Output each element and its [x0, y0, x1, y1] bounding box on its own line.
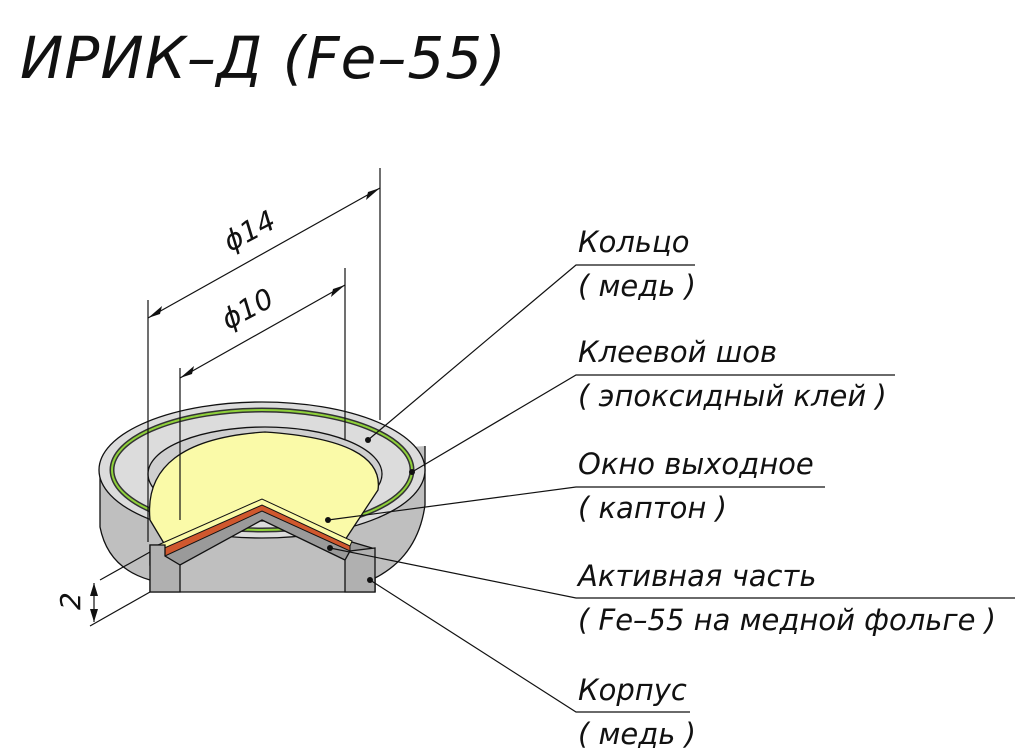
- callout-active-material: ( Fe–55 на медной фольге ): [578, 603, 996, 637]
- callout-ring-name: Кольцо: [578, 225, 689, 259]
- leader-lines: [327, 264, 1015, 713]
- dim-line-outer: [147, 187, 381, 319]
- callout-active-name: Активная часть: [576, 559, 816, 593]
- diagram-title: ИРИК–Д (Fe–55): [20, 24, 507, 92]
- callout-window-name: Окно выходное: [578, 447, 814, 481]
- leader-ring: [367, 264, 695, 441]
- leader-dots: [325, 437, 415, 583]
- callout-ring-material: ( медь ): [578, 269, 696, 303]
- callout-housing-name: Корпус: [578, 673, 687, 707]
- leader-active: [329, 547, 1015, 599]
- leader-housing: [369, 579, 690, 713]
- dimension-lines: [89, 168, 381, 627]
- leader-glue: [411, 374, 895, 473]
- dim-line-inner: [179, 284, 346, 379]
- callout-glue-material: ( эпоксидный клей ): [578, 379, 887, 413]
- dimension-arrows: [90, 188, 380, 622]
- callout-window-material: ( каптон ): [578, 491, 727, 525]
- dim-outer-diameter: ϕ14: [218, 204, 281, 259]
- leader-window: [327, 486, 825, 521]
- callout-glue-name: Клеевой шов: [578, 335, 777, 369]
- callout-housing-material: ( медь ): [578, 717, 696, 750]
- exit-window: [148, 431, 379, 546]
- dim-height: 2: [54, 592, 87, 610]
